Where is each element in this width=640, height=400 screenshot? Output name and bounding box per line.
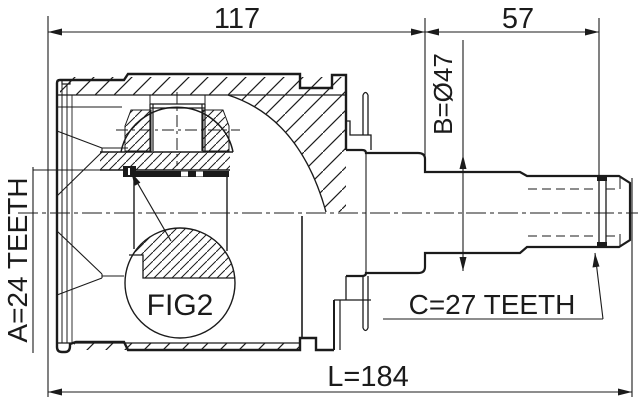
dimension-arrows: [48, 28, 632, 396]
detail-callout-label: FIG2: [147, 289, 214, 322]
dim-housing-width-label: 117: [214, 3, 260, 35]
dim-shaft-width-label: 57: [502, 3, 534, 35]
housing-outline: [55, 72, 348, 354]
tripod-roller: [120, 95, 234, 153]
dim-boot-diameter-label: B=Ø47: [428, 53, 458, 135]
shaft-spline-teeth-label: C=27 TEETH: [409, 289, 576, 320]
snap-ring-detail: [123, 166, 136, 177]
dust-shield: [334, 91, 372, 332]
shaft-spline-lines: [528, 188, 619, 237]
dim-overall-length-label: L=184: [327, 361, 408, 393]
shaft-outline: [346, 148, 632, 278]
shaft-groove-marks: [597, 176, 607, 247]
detail-circle: FIG2: [124, 172, 236, 339]
detail-leader-arrow: [131, 172, 141, 186]
dimension-lines: [32, 16, 633, 397]
inner-spline-teeth-label: A=24 TEETH: [2, 177, 33, 342]
trunnion: [100, 151, 233, 251]
